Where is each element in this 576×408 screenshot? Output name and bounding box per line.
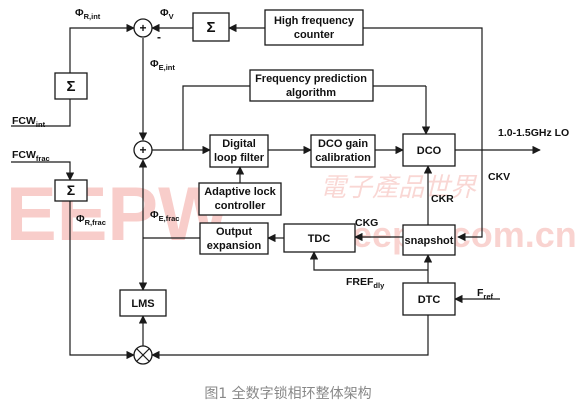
fcw-int-label: FCWint xyxy=(12,115,46,129)
dtc-label: DTC xyxy=(418,294,441,306)
sum-main-plus: + xyxy=(139,143,146,157)
figure-caption: 图1 全数字锁相环整体架构 xyxy=(204,386,372,402)
watermark-logo: EEPW xyxy=(6,172,230,257)
freq-prediction-block: Frequency prediction algorithm xyxy=(249,69,374,102)
dco-label: DCO xyxy=(417,145,442,157)
sigma-frac-block: Σ xyxy=(54,179,88,202)
fref-dly-label: FREFdly xyxy=(346,276,385,290)
fcw-frac-label: FCWfrac xyxy=(12,149,50,163)
output-expansion-label-2: expansion xyxy=(207,240,262,252)
sigma-int-block: Σ xyxy=(54,72,88,100)
phi-v-label: ΦV xyxy=(160,7,174,21)
sigma-top-label: Σ xyxy=(206,19,215,36)
tdc-block: TDC xyxy=(283,223,356,253)
phi-e-frac-label: ΦE,frac xyxy=(150,209,179,223)
dtc-block: DTC xyxy=(402,282,456,316)
ckr-label: CKR xyxy=(431,193,454,205)
dco-gain-label-1: DCO gain xyxy=(318,138,368,150)
sigma-top-block: Σ xyxy=(192,12,230,42)
digital-filter-label-1: Digital xyxy=(222,138,256,150)
sigma-int-label: Σ xyxy=(66,78,75,95)
lms-block: LMS xyxy=(119,289,167,317)
adaptive-label-2: controller xyxy=(215,200,266,212)
output-lo-label: 1.0-1.5GHz LO xyxy=(498,127,569,139)
adaptive-lock-controller-block: Adaptive lock controller xyxy=(198,182,282,216)
dco-gain-label-2: calibration xyxy=(315,152,371,164)
output-expansion-block: Output expansion xyxy=(199,222,269,255)
fref-label: Fref xyxy=(477,287,494,301)
sigma-frac-label: Σ xyxy=(67,182,75,198)
freq-prediction-label-1: Frequency prediction xyxy=(255,73,367,85)
hf-counter-label-1: High frequency xyxy=(274,15,355,27)
lms-label: LMS xyxy=(131,298,154,310)
sum-top-minus-sign: - xyxy=(157,30,161,44)
sum-top-plus: + xyxy=(139,21,146,35)
snapshot-label: snapshot xyxy=(405,235,454,247)
freq-prediction-label-2: algorithm xyxy=(286,87,336,99)
phi-r-int-label: ΦR,int xyxy=(75,7,101,21)
dco-gain-calibration-block: DCO gain calibration xyxy=(310,134,376,168)
watermark-chinese: 電子產品世界 xyxy=(320,173,478,203)
output-expansion-label-1: Output xyxy=(216,226,252,238)
snapshot-block: snapshot xyxy=(402,224,456,256)
tdc-label: TDC xyxy=(308,233,331,245)
ckv-label: CKV xyxy=(488,171,510,183)
hf-counter-label-2: counter xyxy=(294,29,335,41)
sum-junction-main: + xyxy=(133,140,153,160)
digital-loop-filter-block: Digital loop filter xyxy=(209,134,269,168)
sum-junction-top: + xyxy=(133,18,153,38)
signal-wires xyxy=(11,23,541,360)
multiplier-junction xyxy=(133,345,153,365)
phi-e-int-label: ΦE,int xyxy=(150,58,175,72)
digital-filter-label-2: loop filter xyxy=(214,152,265,164)
adaptive-label-1: Adaptive lock xyxy=(204,186,276,198)
watermark-url: eepw.com.cn xyxy=(352,214,576,255)
ckg-label: CKG xyxy=(355,217,378,229)
hf-counter-block: High frequency counter xyxy=(264,9,364,46)
phi-r-frac-label: ΦR,frac xyxy=(76,213,106,227)
dco-block: DCO xyxy=(402,133,456,167)
